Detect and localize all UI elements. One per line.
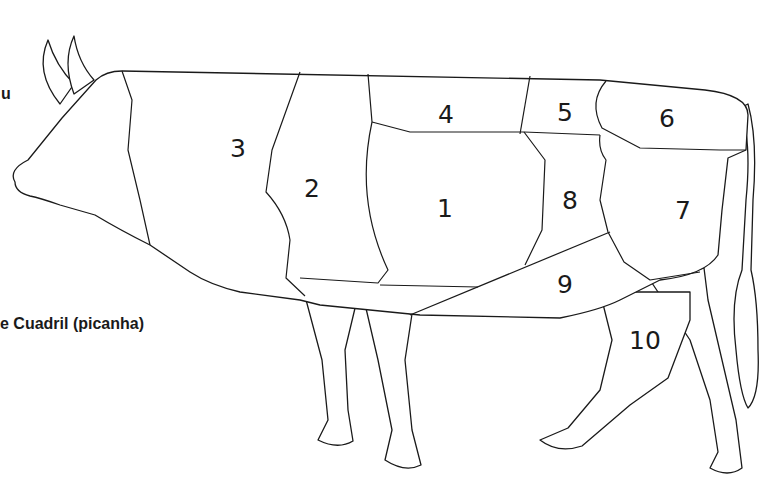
- cut-line: [600, 135, 700, 280]
- cut-line: [524, 132, 545, 265]
- callout-number: 2: [304, 176, 320, 201]
- cut-line: [596, 81, 746, 150]
- legend-text: u: [1, 86, 11, 102]
- callout-number: 3: [230, 136, 246, 161]
- cut-line: [520, 76, 530, 134]
- cut-line: [300, 74, 388, 283]
- callout-number: 1: [437, 196, 453, 221]
- callout-number: 6: [659, 106, 675, 131]
- cut-line: [266, 72, 305, 296]
- callout-number: 9: [557, 272, 573, 297]
- cut-line: [122, 71, 150, 245]
- legend-text: e Cuadril (picanha): [0, 316, 144, 332]
- cut-line: [524, 132, 600, 135]
- callout-number: 5: [557, 100, 573, 125]
- callout-number: 7: [675, 198, 691, 223]
- cow-leg: [305, 296, 356, 445]
- cut-line: [380, 285, 478, 287]
- cow-body: [13, 71, 748, 318]
- callout-number: 8: [562, 188, 578, 213]
- cut-line: [410, 232, 610, 315]
- cow-leg: [365, 304, 421, 468]
- callout-number: 10: [629, 328, 661, 353]
- cow-horn: [68, 36, 94, 94]
- callout-number: 4: [438, 102, 454, 127]
